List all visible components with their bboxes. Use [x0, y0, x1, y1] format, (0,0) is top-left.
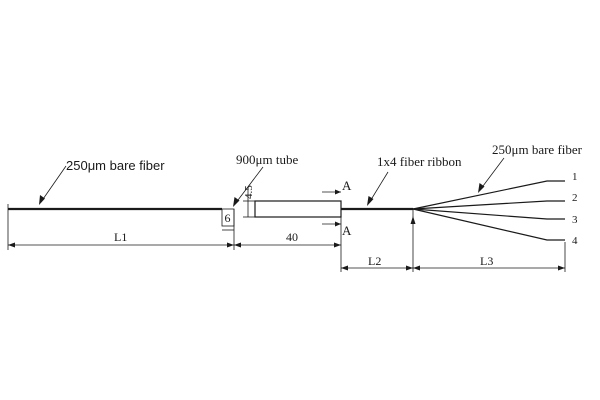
left-bare-fiber-leader-arrow [39, 195, 45, 205]
right-bare-fiber-label: 250μm bare fiber [492, 142, 583, 157]
ribbon-leader-arrow [367, 196, 374, 206]
right-bare-fiber-leader-arrow [478, 183, 485, 193]
l2-dimension: L2 [368, 254, 381, 268]
gap-dimension: 6 [225, 211, 231, 225]
tube-length-arrow-left [234, 242, 241, 248]
fiber-number-2: 2 [572, 192, 578, 204]
fanout-fiber-4 [412, 208, 565, 241]
fanout-fiber-3 [412, 208, 565, 220]
l3-arrow-right [558, 265, 565, 271]
section-arrow-bottom [335, 221, 341, 227]
tube-leader [234, 166, 264, 205]
l2-arrow-left [341, 265, 348, 271]
tube-height-dimension: 4.5 [243, 185, 255, 199]
ribbon-label: 1x4 fiber ribbon [377, 154, 462, 169]
section-label-top: A [342, 178, 352, 193]
l1-arrow-left [8, 242, 15, 248]
left-bare-fiber-label: 250μm bare fiber [66, 158, 165, 173]
tube-900um [254, 200, 342, 218]
l2-arrow-right [406, 265, 413, 271]
fanout-fiber-2 [412, 200, 565, 210]
l3-arrow-left [413, 265, 420, 271]
section-arrow-top [335, 189, 341, 195]
l1-arrow-right [227, 242, 234, 248]
tube-label: 900μm tube [236, 152, 298, 167]
fanout-fiber-1 [412, 180, 565, 210]
l3-dimension: L3 [480, 254, 493, 268]
left-bare-fiber-leader [40, 165, 67, 203]
fiber-number-4: 4 [572, 235, 578, 247]
ribbon-leader [368, 171, 389, 204]
tube-length-arrow-right [334, 242, 341, 248]
fiber-number-3: 3 [572, 214, 578, 226]
fanout-point-arrow [410, 216, 416, 224]
tube-leader-arrow [233, 197, 240, 207]
l1-dimension: L1 [114, 230, 127, 244]
fiber-number-1: 1 [572, 171, 578, 183]
tube-length-dimension: 40 [286, 230, 298, 244]
section-label-bottom: A [342, 223, 352, 238]
right-bare-fiber-leader [479, 157, 505, 191]
